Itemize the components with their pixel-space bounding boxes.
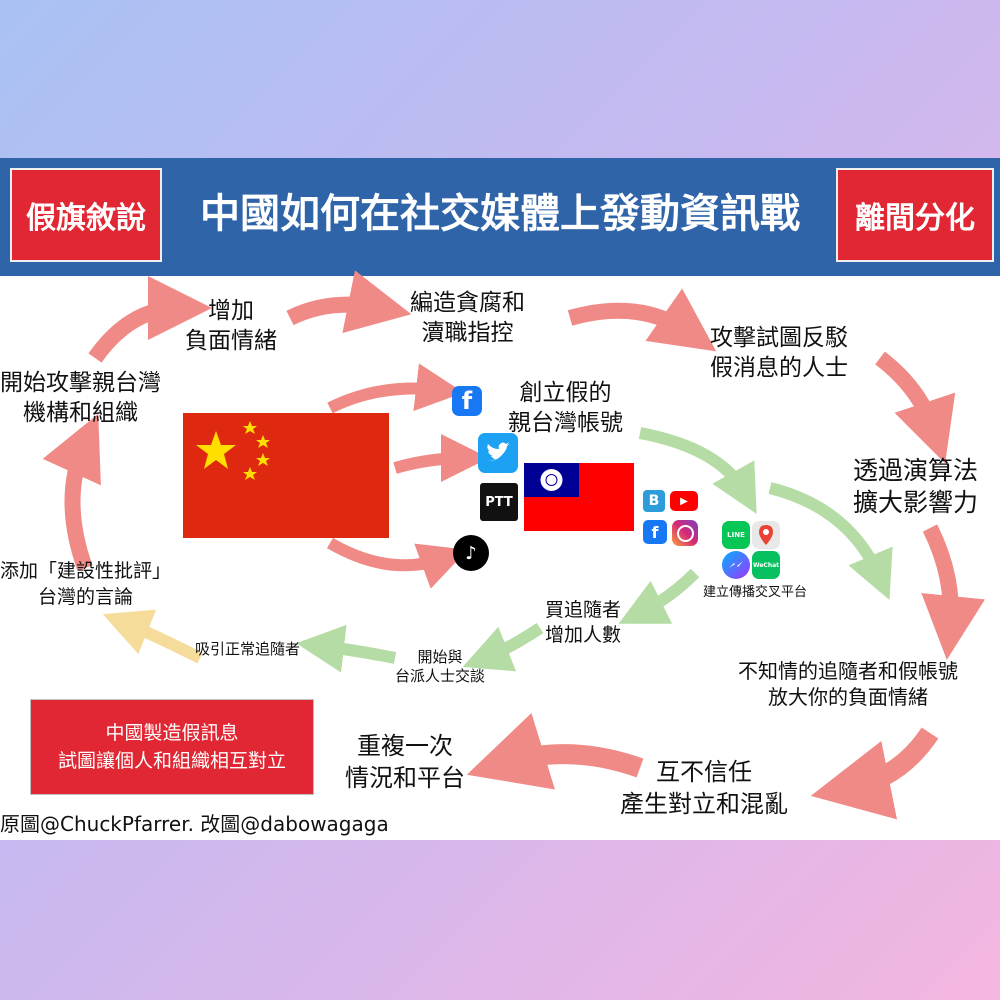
arrow-to-repeat [466,713,644,790]
arrow-to-distrust [810,727,939,820]
arrow-flag-to-facebook [327,363,464,414]
blogger-icon: B [643,490,665,512]
main-title: 中國如何在社交媒體上發動資訊戰 [200,191,800,237]
node-fabricate: 編造貪腐和瀆職指控 [410,290,525,346]
false-flag-tag: 假旗敘說 [10,168,162,262]
arrow-accounts-to-platform [638,427,757,514]
header-bar: 假旗敘說 中國如何在社交媒體上發動資訊戰 離間分化 [0,158,1000,276]
node-algorithm: 透過演算法擴大影響力 [853,456,979,517]
node-attack-refute: 攻擊試圖反駁假消息的人士 [710,325,848,381]
arrow-to-talk [462,623,544,672]
node-fake-accounts: 創立假的親台灣帳號 [508,380,623,436]
messenger-icon [722,551,750,579]
node-add-criticism: 添加「建設性批評」台灣的言論 [0,560,172,608]
summary-line-2: 試圖讓個人和組織相互對立 [57,750,286,772]
line-icon: LINE [722,521,750,549]
youtube-icon: ▶ [670,491,698,511]
arrow-to-increase [88,276,212,363]
arrow-platform-to-amplify [768,482,893,601]
arrow-to-fabricate [286,270,412,334]
arrow-to-attract [296,624,397,673]
taiwan-flag [524,463,634,531]
tiktok-icon: ♪ [453,535,489,571]
infographic-card: 假旗敘說 中國如何在社交媒體上發動資訊戰 離間分化 [0,158,1000,840]
arrow-left-up [42,413,101,571]
maps-icon [752,521,780,549]
node-cross-platform: 建立傳播交叉平台 [703,585,808,600]
arrow-to-criticism [102,609,203,664]
flow-arrows [42,270,986,820]
node-repeat: 重複一次情況和平台 [345,732,465,792]
arrow-to-attack-refute [567,288,717,352]
node-amplify: 不知情的追隨者和假帳號放大你的負面情緒 [738,659,958,709]
node-attack-institutions: 開始攻擊親台灣機構和組織 [0,370,161,426]
node-distrust: 互不信任產生對立和混亂 [620,758,788,818]
ptt-icon: PTT [480,483,518,521]
facebook-icon: f [452,386,482,416]
credit-line: 原圖@ChuckPfarrer. 改圖@dabowagaga [0,812,389,836]
facebook-small-icon: f [643,520,667,544]
summary-box: 中國製造假訊息 試圖讓個人和組織相互對立 [30,699,314,795]
node-buy-followers: 買追隨者增加人數 [545,599,622,646]
arrow-flag-to-tiktok [326,537,468,589]
wechat-icon: WeChat [752,551,780,579]
divide-tag: 離間分化 [836,168,994,262]
instagram-icon [672,520,698,546]
arrow-to-algorithm [875,351,956,464]
twitter-icon [478,433,518,473]
china-flag [183,413,389,538]
arrow-flag-to-twitter [393,434,489,483]
node-increase-negative: 增加負面情緒 [185,298,277,354]
summary-line-1: 中國製造假訊息 [105,722,239,744]
node-talk-taiwan: 開始與台派人士交談 [395,648,486,685]
node-attract-followers: 吸引正常追隨者 [195,640,301,658]
arrow-down-right [921,524,986,660]
arrow-to-buy-followers [618,568,700,624]
